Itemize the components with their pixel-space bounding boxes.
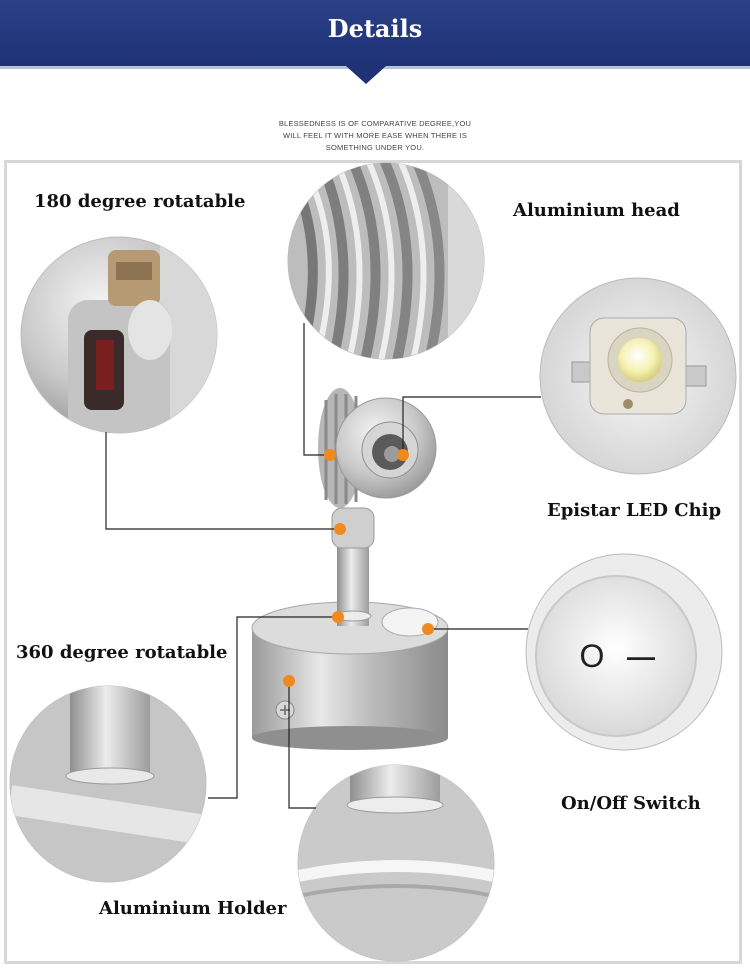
leader-holder <box>288 681 316 809</box>
marker-led <box>397 449 409 461</box>
label-aluminium-holder: Aluminium Holder <box>99 898 287 919</box>
leader-hinge <box>105 432 340 530</box>
leader-rotate360 <box>208 616 338 799</box>
label-360-rotatable: 360 degree rotatable <box>16 642 228 663</box>
holder-rotation-detail-circle <box>9 685 207 883</box>
tagline-line-3: SOMETHING UNDER YOU. <box>325 143 425 152</box>
led-chip-detail-circle <box>539 277 737 475</box>
switch-detail-circle <box>525 553 723 751</box>
holder-base-detail-circle <box>297 764 495 962</box>
marker-dots <box>283 449 434 687</box>
marker-hinge <box>334 523 346 535</box>
hinge-detail-circle <box>20 236 218 434</box>
switch-on-symbol: — <box>627 641 655 672</box>
label-180-rotatable: 180 degree rotatable <box>34 191 246 212</box>
tagline-line-2: WILL FEEL IT WITH MORE EASE WHEN THERE I… <box>282 131 468 140</box>
leader-led <box>402 396 541 455</box>
lamp-product <box>251 388 449 750</box>
label-aluminium-head: Aluminium head <box>513 200 680 221</box>
tagline: BLESSEDNESS IS OF COMPARATIVE DEGREE,YOU… <box>230 118 520 154</box>
banner-title: Details <box>327 14 423 43</box>
marker-rotate360 <box>332 611 344 623</box>
marker-switch <box>422 623 434 635</box>
leader-head <box>303 323 330 456</box>
label-epistar-led-chip: Epistar LED Chip <box>547 500 722 521</box>
marker-holder <box>283 675 295 687</box>
tagline-line-1: BLESSEDNESS IS OF COMPARATIVE DEGREE,YOU <box>278 119 472 128</box>
label-on-off-switch: On/Off Switch <box>561 793 701 814</box>
switch-off-symbol: O <box>580 638 605 674</box>
leader-lines <box>105 323 541 809</box>
banner-arrow-pointer <box>346 66 386 84</box>
marker-head <box>324 449 336 461</box>
head-detail-circle <box>287 162 485 360</box>
